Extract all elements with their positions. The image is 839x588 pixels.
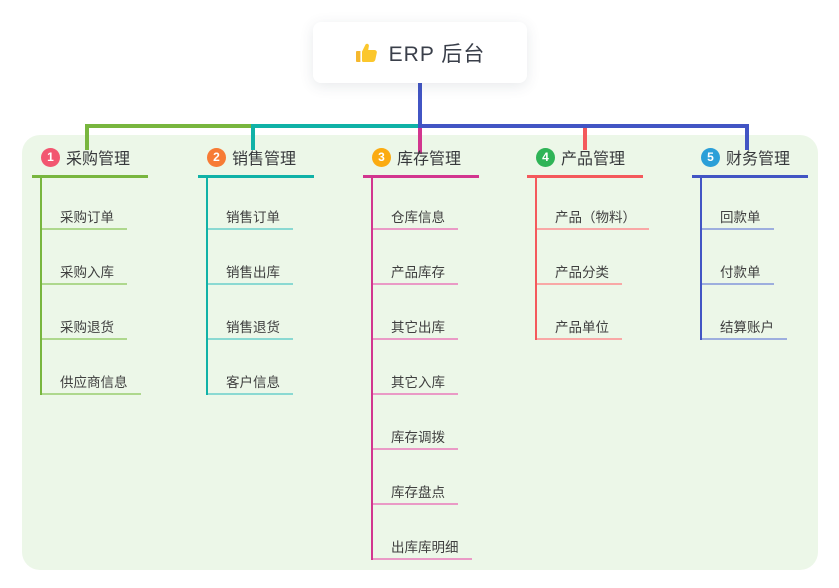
branch-number-badge: 2: [207, 147, 226, 167]
branch-children: 销售订单销售出库销售退货客户信息: [206, 178, 293, 395]
branch-node-4[interactable]: 4 产品管理: [527, 145, 643, 178]
child-node[interactable]: 采购入库: [42, 230, 127, 285]
branch-label: 库存管理: [397, 151, 462, 168]
child-node[interactable]: 采购退货: [42, 285, 127, 340]
child-node[interactable]: 产品分类: [537, 230, 622, 285]
branch-node-1[interactable]: 1 采购管理: [32, 145, 148, 178]
root-node[interactable]: ERP 后台: [313, 22, 527, 83]
branch-5: 5 财务管理 回款单付款单结算账户: [692, 145, 808, 340]
branch-node-5[interactable]: 5 财务管理: [692, 145, 808, 178]
child-node[interactable]: 其它出库: [373, 285, 458, 340]
branch-number-badge: 1: [41, 147, 60, 167]
child-node[interactable]: 出库库明细: [373, 505, 472, 560]
child-node[interactable]: 回款单: [702, 178, 774, 230]
child-node[interactable]: 仓库信息: [373, 178, 458, 230]
mindmap-canvas-panel: [22, 135, 818, 570]
branch-label: 销售管理: [232, 151, 297, 168]
root-title: ERP 后台: [388, 42, 486, 66]
child-node[interactable]: 付款单: [702, 230, 774, 285]
branch-node-2[interactable]: 2 销售管理: [198, 145, 314, 178]
branch-children: 采购订单采购入库采购退货供应商信息: [40, 178, 141, 395]
branch-label: 财务管理: [726, 151, 791, 168]
branch-3: 3 库存管理 仓库信息产品库存其它出库其它入库库存调拨库存盘点出库库明细: [363, 145, 479, 560]
branch-children: 仓库信息产品库存其它出库其它入库库存调拨库存盘点出库库明细: [371, 178, 472, 560]
child-node[interactable]: 结算账户: [702, 285, 787, 340]
child-node[interactable]: 其它入库: [373, 340, 458, 395]
child-node[interactable]: 产品（物料）: [537, 178, 649, 230]
child-node[interactable]: 产品单位: [537, 285, 622, 340]
branch-number-badge: 3: [372, 147, 391, 167]
child-node[interactable]: 采购订单: [42, 178, 127, 230]
child-node[interactable]: 销售订单: [208, 178, 293, 230]
branch-1: 1 采购管理 采购订单采购入库采购退货供应商信息: [32, 145, 148, 395]
branch-4: 4 产品管理 产品（物料）产品分类产品单位: [527, 145, 649, 340]
branch-number-badge: 5: [701, 147, 720, 167]
branch-number-badge: 4: [536, 147, 555, 167]
branch-children: 产品（物料）产品分类产品单位: [535, 178, 649, 340]
branch-2: 2 销售管理 销售订单销售出库销售退货客户信息: [198, 145, 314, 395]
branch-label: 产品管理: [561, 151, 626, 168]
thumbs-up-icon: [355, 43, 377, 62]
branch-node-3[interactable]: 3 库存管理: [363, 145, 479, 178]
child-node[interactable]: 客户信息: [208, 340, 293, 395]
child-node[interactable]: 销售退货: [208, 285, 293, 340]
branch-label: 采购管理: [66, 151, 131, 168]
child-node[interactable]: 库存调拨: [373, 395, 458, 450]
child-node[interactable]: 供应商信息: [42, 340, 141, 395]
child-node[interactable]: 库存盘点: [373, 450, 458, 505]
branch-children: 回款单付款单结算账户: [700, 178, 787, 340]
child-node[interactable]: 产品库存: [373, 230, 458, 285]
child-node[interactable]: 销售出库: [208, 230, 293, 285]
